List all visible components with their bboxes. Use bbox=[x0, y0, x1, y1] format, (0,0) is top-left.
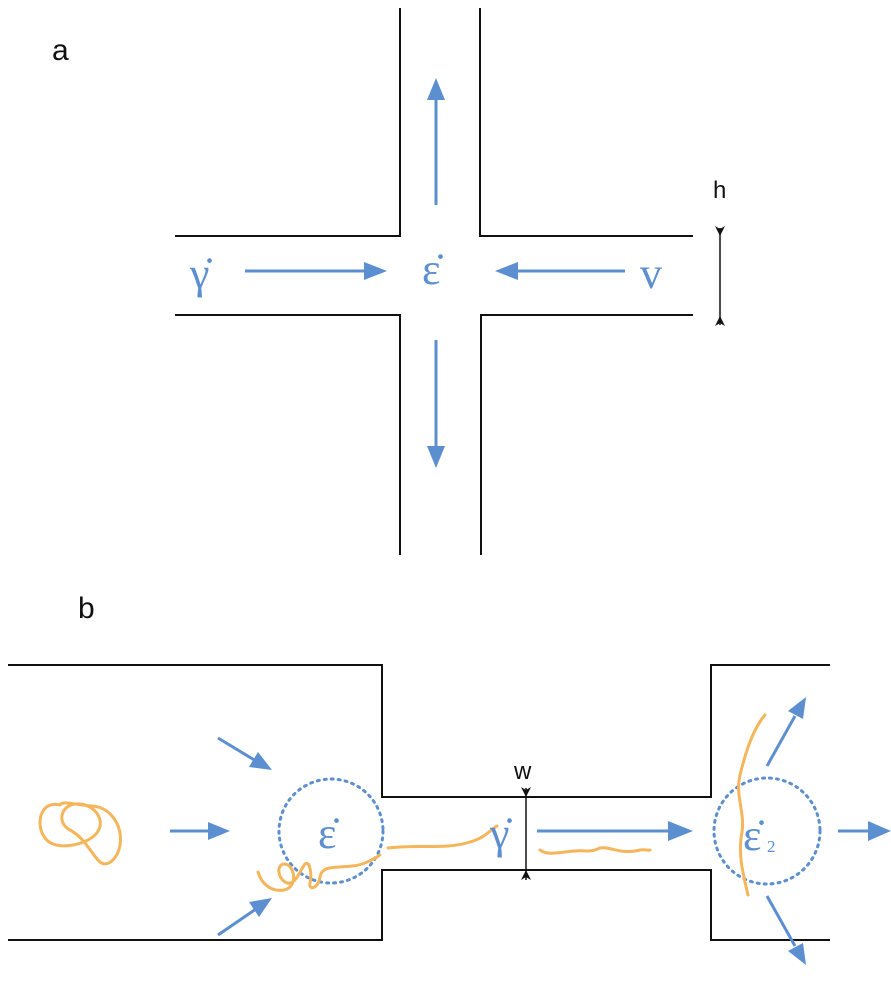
shear-rate-symbol-b: γ̇ bbox=[489, 809, 512, 858]
channel-flow-arrow bbox=[537, 821, 693, 841]
transverse-polymer bbox=[737, 713, 767, 897]
strain-rate-2-subscript: 2 bbox=[767, 837, 776, 856]
width-label: w bbox=[513, 758, 532, 785]
velocity-symbol: v bbox=[640, 249, 662, 298]
strain-rate-symbol-a: ε̇ bbox=[422, 245, 443, 294]
contraction-zone-circle bbox=[277, 777, 385, 885]
width-dimension: w bbox=[513, 758, 532, 880]
panel-a-label: a bbox=[52, 34, 69, 67]
strain-rate-2-symbol: ε̇ bbox=[743, 811, 764, 860]
cross-channel-walls bbox=[175, 8, 693, 555]
extended-polymer-2 bbox=[538, 846, 652, 855]
strain-rate-symbol-b: ε̇ bbox=[318, 809, 339, 858]
shear-rate-symbol-a: γ̇ bbox=[189, 249, 212, 298]
contraction-channel-walls bbox=[8, 664, 830, 941]
height-label: h bbox=[713, 177, 726, 204]
expansion-zone-circle bbox=[712, 776, 822, 886]
panel-b: b bbox=[8, 592, 891, 965]
panel-b-label: b bbox=[78, 592, 95, 625]
panel-a: a γ̇ ε̇ v h bbox=[52, 8, 726, 555]
stretching-polymer bbox=[256, 853, 382, 892]
coiled-polymer bbox=[38, 801, 122, 866]
converging-arrows bbox=[170, 736, 272, 937]
height-dimension: h bbox=[713, 177, 726, 326]
diverging-arrows bbox=[765, 697, 891, 965]
polymer-chains bbox=[38, 713, 767, 897]
extended-polymer-1 bbox=[386, 824, 499, 850]
flow-arrows bbox=[245, 78, 625, 468]
